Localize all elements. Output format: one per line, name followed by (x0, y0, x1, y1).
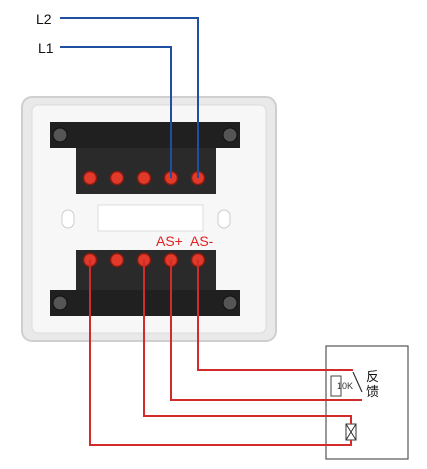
top-terminal-screw-2 (109, 170, 125, 186)
wire-l2 (60, 17, 199, 178)
strip-screw-left-bottom-icon (52, 295, 68, 311)
label-l2: L2 (36, 11, 52, 27)
wire-l1 (60, 46, 172, 178)
wire-as-plus (170, 260, 362, 401)
external-device-box: 10K 反 馈 (325, 345, 409, 460)
strip-screw-right-bottom-icon (222, 295, 238, 311)
label-l1: L1 (38, 40, 54, 56)
mount-hole-left (61, 209, 75, 229)
strip-screw-right-icon (222, 127, 238, 143)
bottom-terminal-screw-2 (109, 252, 125, 268)
wire-as-minus (197, 260, 353, 371)
label-resistor: 10K (337, 381, 353, 391)
label-as-minus: AS- (190, 233, 214, 249)
wire-terminal-3 (143, 260, 352, 424)
label-feedback-line2: 馈 (366, 384, 379, 399)
resistor-10k (330, 375, 342, 397)
strip-screw-left-icon (52, 127, 68, 143)
label-feedback-line1: 反 (366, 369, 379, 384)
top-terminal-screw-3 (136, 170, 152, 186)
label-feedback: 反 馈 (366, 369, 383, 399)
feedback-contact (352, 371, 363, 393)
top-terminal-strip (50, 122, 240, 194)
wire-terminal-1 (89, 260, 352, 446)
mount-hole-right (217, 209, 231, 229)
label-as-plus: AS+ (156, 233, 183, 249)
top-terminal-screw-1 (82, 170, 98, 186)
center-slot (97, 204, 204, 232)
